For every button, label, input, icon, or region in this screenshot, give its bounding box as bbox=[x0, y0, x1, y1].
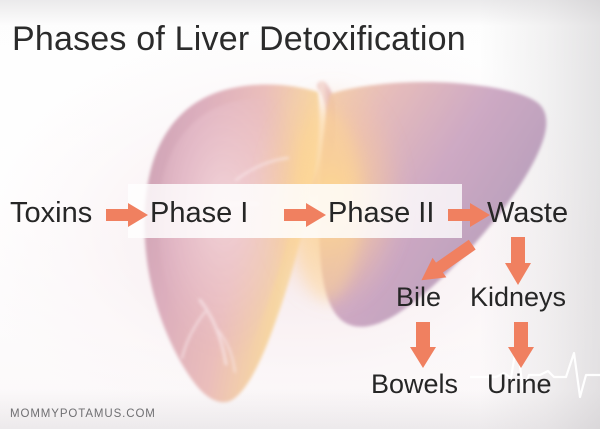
arrow-kidneys-to-urine bbox=[508, 322, 534, 373]
arrow-waste-to-bile bbox=[398, 236, 494, 295]
flow-node-waste: Waste bbox=[487, 197, 569, 229]
page-title: Phases of Liver Detoxification bbox=[12, 20, 466, 58]
flow-node-bile: Bile bbox=[396, 282, 442, 312]
arrow-phase1-to-phase2 bbox=[284, 203, 326, 232]
flow-node-phase2: Phase II bbox=[328, 197, 435, 229]
background-right-band bbox=[480, 0, 600, 429]
arrow-toxins-to-phase1 bbox=[106, 203, 148, 232]
background-top-shade bbox=[0, 0, 600, 26]
background-bottom-shade bbox=[0, 389, 600, 429]
flow-node-bowels: Bowels bbox=[371, 369, 459, 399]
arrow-phase2-to-waste bbox=[448, 203, 490, 232]
ekg-heartbeat-line bbox=[468, 279, 600, 409]
flow-node-toxins: Toxins bbox=[10, 197, 93, 229]
arrow-bile-to-bowels bbox=[410, 322, 436, 373]
flow-node-urine: Urine bbox=[487, 369, 552, 399]
site-watermark: MOMMYPOTAMUS.COM bbox=[10, 408, 156, 420]
flow-node-kidneys: Kidneys bbox=[470, 282, 567, 312]
arrow-waste-to-kidneys bbox=[505, 237, 531, 290]
flow-node-phase1: Phase I bbox=[150, 197, 249, 229]
